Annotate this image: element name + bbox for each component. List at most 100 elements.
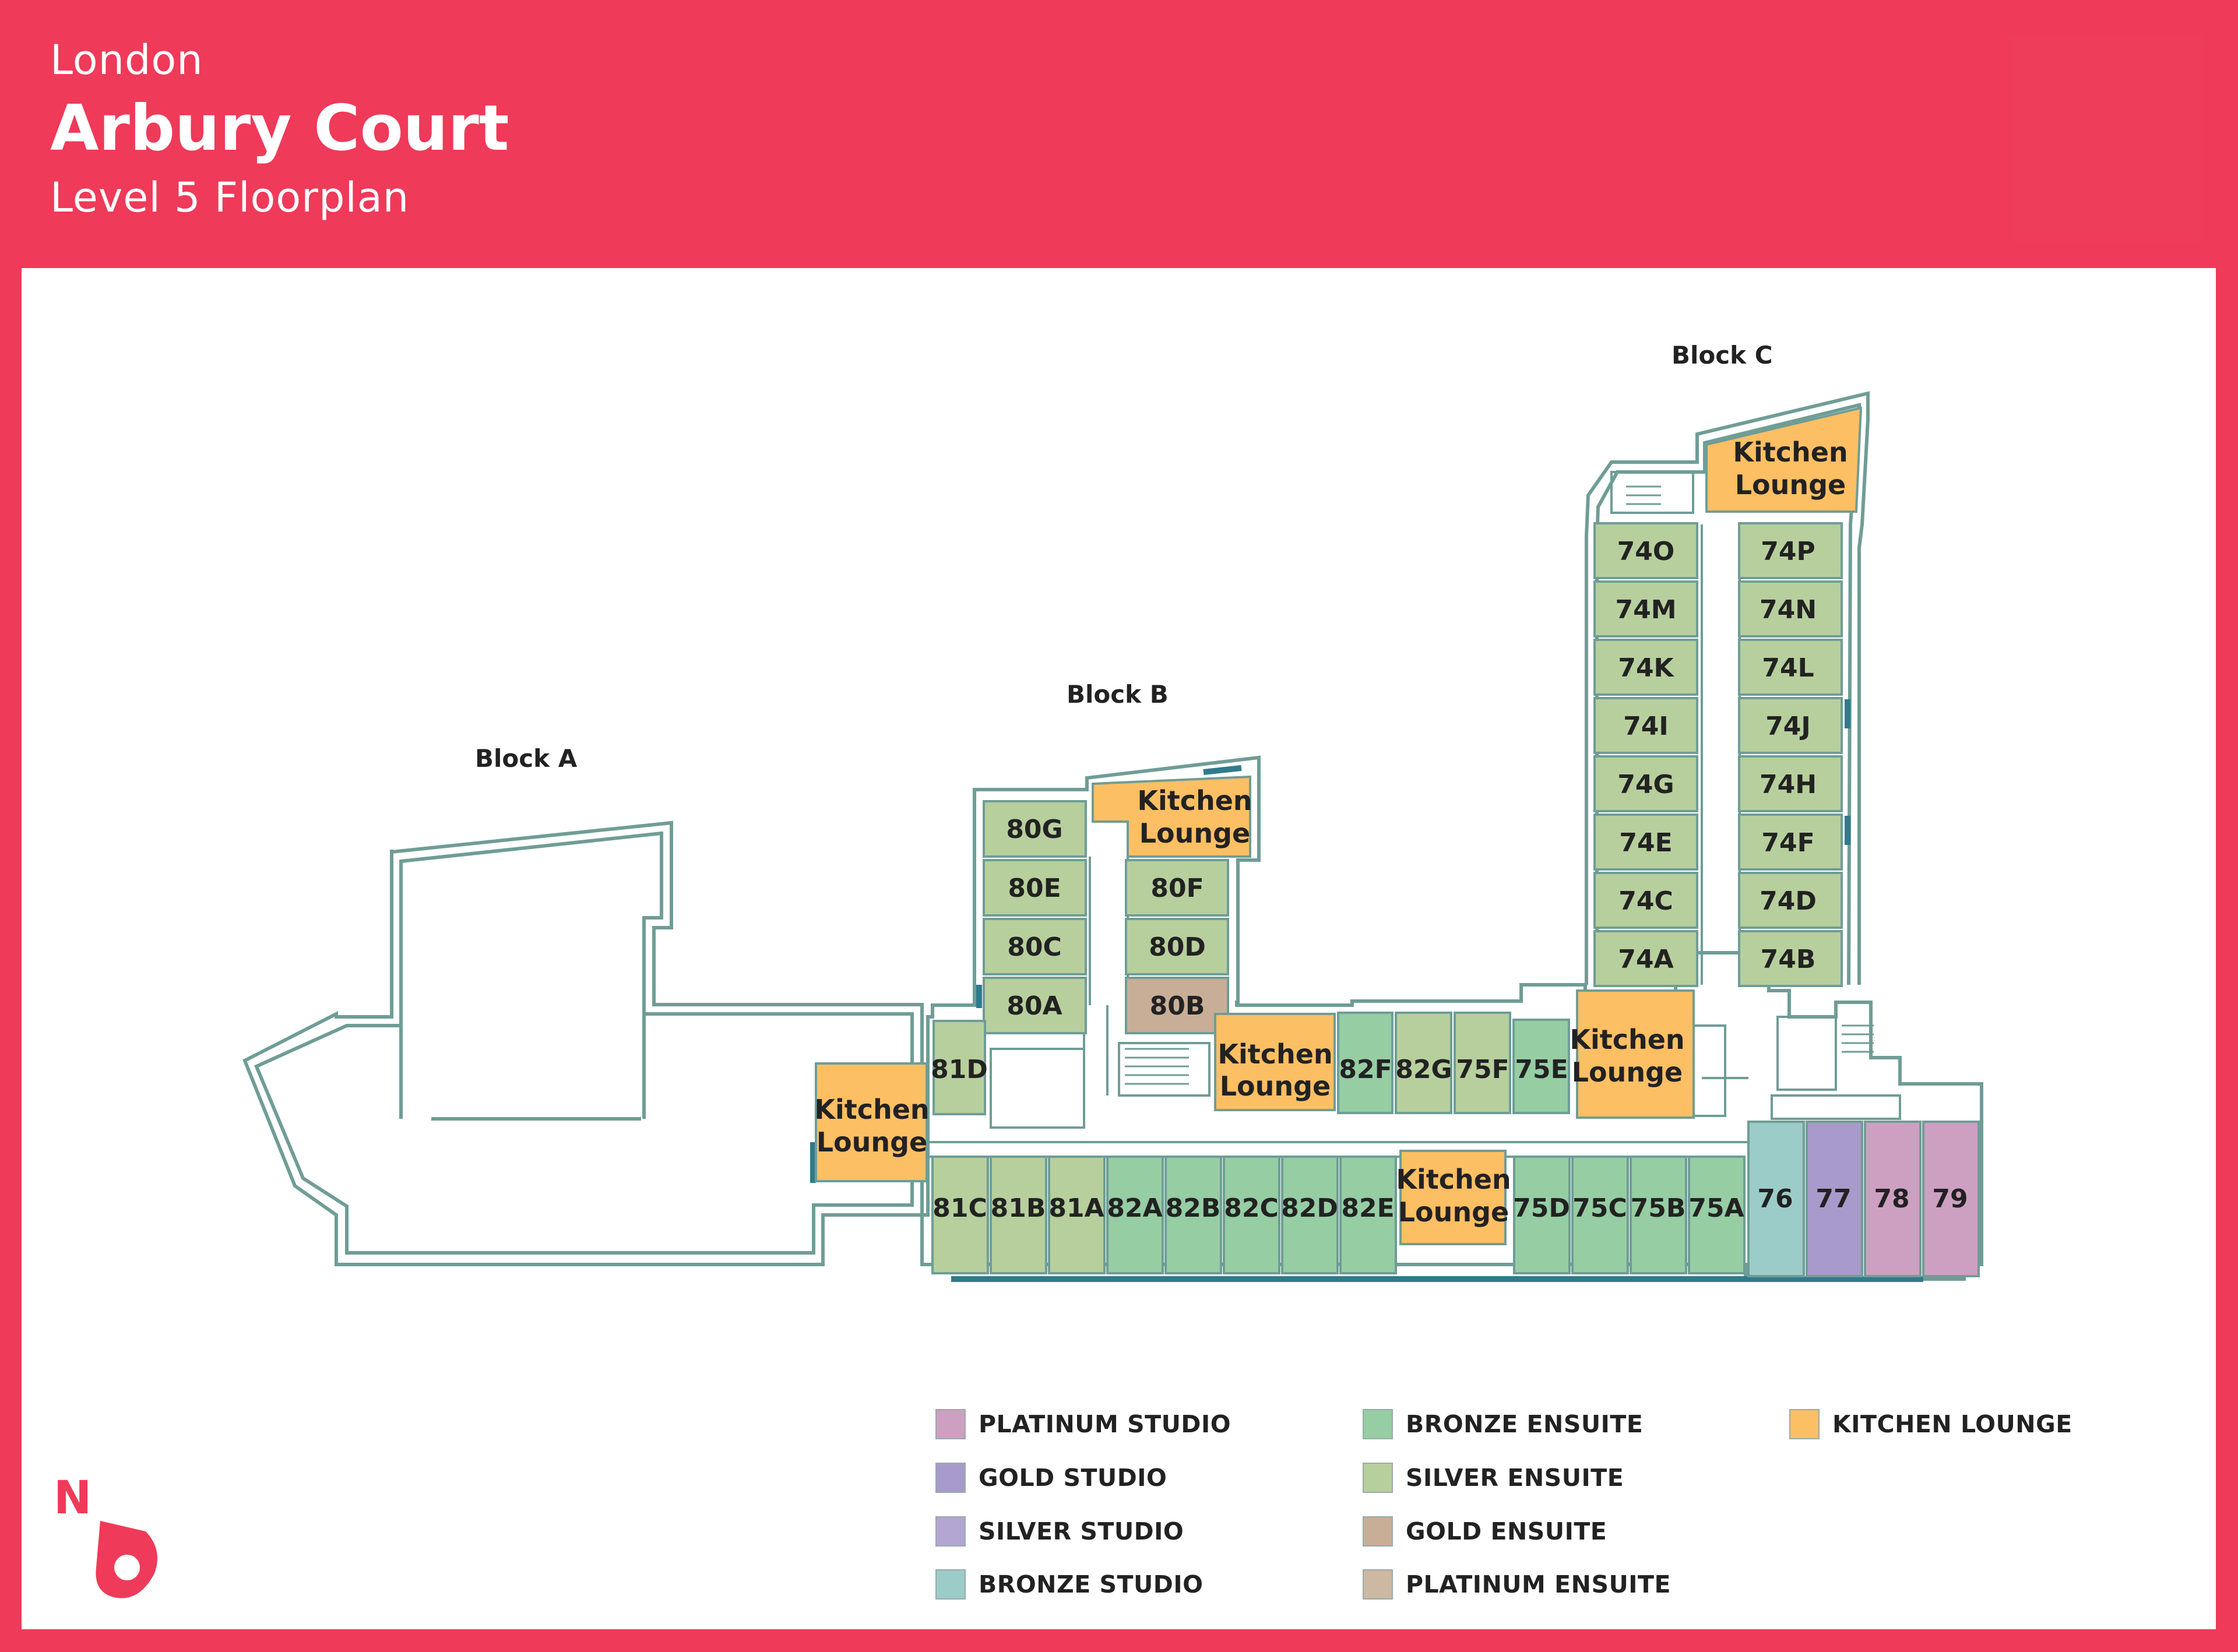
kitchen-left-line1: Kitchen	[814, 1094, 929, 1125]
legend-label: GOLD STUDIO	[979, 1464, 1167, 1492]
label-82g: 82G	[1395, 1055, 1452, 1084]
label-81c: 81C	[932, 1193, 987, 1223]
room-74b	[1738, 930, 1843, 987]
swatch-platinum-ensuite	[1363, 1569, 1393, 1600]
swatch-bronze-studio	[935, 1569, 966, 1600]
block-c-kitchen-lounge	[1705, 406, 1863, 513]
legend-label: PLATINUM ENSUITE	[1406, 1570, 1671, 1598]
room-77	[1806, 1121, 1863, 1277]
block-c-label: Block C	[1672, 341, 1773, 369]
legend-label: BRONZE ENSUITE	[1406, 1410, 1644, 1438]
label-74j: 74J	[1765, 711, 1811, 741]
label-82b: 82B	[1166, 1193, 1221, 1223]
swatch-gold-studio	[935, 1463, 966, 1493]
kitchen-mid-line2: Lounge	[1220, 1070, 1331, 1102]
swatch-platinum-studio	[935, 1409, 966, 1439]
block-c-outline	[1585, 391, 1870, 985]
label-80e: 80E	[1008, 873, 1061, 903]
room-74c	[1593, 872, 1698, 929]
label-74h: 74H	[1760, 770, 1817, 799]
left-kitchen-lounge	[815, 1062, 928, 1182]
label-77: 77	[1815, 1184, 1851, 1214]
north-marker	[96, 1521, 157, 1598]
room-74o	[1593, 522, 1698, 579]
legend-gold-ensuite: GOLD ENSUITE	[1363, 1516, 1607, 1547]
room-labels: 74O 74M 74K 74I 74G 74E 74C 74A 74P 74N …	[931, 537, 1968, 1223]
kitchen-mid-line1: Kitchen	[1217, 1038, 1332, 1070]
room-81d	[932, 1020, 986, 1115]
label-74n: 74N	[1760, 595, 1817, 625]
label-74p: 74P	[1761, 537, 1815, 566]
label-74g: 74G	[1617, 770, 1674, 799]
kitchen-lounge-labels: Kitchen Lounge Kitchen Lounge Kitchen Lo…	[814, 436, 1848, 1228]
label-80b: 80B	[1150, 991, 1205, 1021]
north-pointer-hole	[114, 1555, 140, 1580]
label-81b: 81B	[991, 1193, 1046, 1223]
room-74p	[1738, 522, 1843, 579]
room-75d	[1513, 1156, 1571, 1274]
room-80c	[983, 918, 1087, 975]
label-74c: 74C	[1618, 886, 1673, 916]
room-78	[1864, 1121, 1922, 1277]
room-74f	[1738, 813, 1843, 871]
block-b-kitchen-lounge	[1092, 775, 1251, 858]
room-74h	[1738, 755, 1843, 812]
label-80g: 80G	[1006, 815, 1062, 844]
label-78: 78	[1874, 1184, 1909, 1214]
label-74i: 74I	[1623, 711, 1669, 741]
room-75a	[1688, 1156, 1746, 1274]
header-decoration	[2010, 35, 2204, 242]
label-75f: 75F	[1456, 1055, 1509, 1084]
room-75b	[1630, 1156, 1687, 1274]
core-areas	[990, 471, 1901, 1129]
block-b-outline	[920, 755, 1983, 1281]
room-81b	[990, 1156, 1047, 1274]
swatch-kitchen-lounge	[1789, 1409, 1820, 1439]
block-a-label: Block A	[475, 744, 578, 773]
label-75d: 75D	[1513, 1193, 1570, 1223]
legend-platinum-studio: PLATINUM STUDIO	[935, 1409, 1231, 1439]
room-74n	[1738, 580, 1843, 637]
right-kitchen-lounge	[1576, 989, 1695, 1119]
label-76: 76	[1757, 1184, 1793, 1214]
stair-hatching	[1125, 485, 1874, 1085]
label-74m: 74M	[1615, 595, 1676, 625]
legend-bronze-ensuite: BRONZE ENSUITE	[1363, 1409, 1643, 1439]
label-79: 79	[1932, 1184, 1968, 1214]
legend-gold-studio: GOLD STUDIO	[935, 1463, 1167, 1493]
kitchen-b-line1: Kitchen	[1137, 785, 1252, 816]
room-82a	[1106, 1156, 1164, 1274]
room-79	[1922, 1121, 1980, 1277]
rooms-layer	[815, 406, 1980, 1277]
label-80c: 80C	[1007, 932, 1062, 962]
legend-silver-ensuite: SILVER ENSUITE	[1363, 1463, 1624, 1493]
room-74j	[1738, 697, 1843, 754]
kitchen-b-line2: Lounge	[1139, 818, 1251, 849]
label-82f: 82F	[1339, 1055, 1392, 1084]
label-74f: 74F	[1761, 828, 1814, 858]
label-82e: 82E	[1341, 1193, 1394, 1223]
legend-bronze-studio: BRONZE STUDIO	[935, 1569, 1203, 1600]
window-strips	[810, 699, 1923, 1282]
kitchen-lower-line2: Lounge	[1398, 1196, 1509, 1228]
label-80d: 80D	[1149, 932, 1206, 962]
legend-kitchen-lounge: KITCHEN LOUNGE	[1789, 1409, 2072, 1439]
label-80f: 80F	[1150, 873, 1204, 903]
label-82d: 82D	[1281, 1193, 1338, 1223]
room-82g	[1395, 1012, 1452, 1114]
label-81d: 81D	[931, 1055, 988, 1084]
label-82a: 82A	[1107, 1193, 1162, 1223]
legend-silver-studio: SILVER STUDIO	[935, 1516, 1184, 1547]
block-a-outline	[242, 820, 924, 1266]
room-80e	[983, 859, 1087, 917]
legend-label: SILVER ENSUITE	[1406, 1464, 1624, 1492]
room-74a	[1593, 930, 1698, 987]
room-75c	[1571, 1156, 1629, 1274]
swatch-bronze-ensuite	[1363, 1409, 1393, 1439]
room-74g	[1593, 755, 1698, 812]
label-82c: 82C	[1224, 1193, 1279, 1223]
room-74i	[1593, 697, 1698, 754]
label-74d: 74D	[1760, 886, 1817, 916]
room-74d	[1738, 872, 1843, 929]
